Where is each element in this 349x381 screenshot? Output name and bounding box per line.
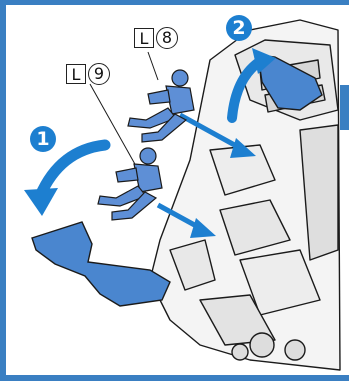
part-letter: L <box>134 28 154 48</box>
pilot-figure-icon <box>128 70 194 142</box>
part-tag-l8: L 8 <box>134 26 178 50</box>
part-letter: L <box>66 64 86 84</box>
step-badge-1: 1 <box>30 126 56 152</box>
pilot-figure-icon <box>98 148 162 220</box>
part-tag-l9: L 9 <box>66 62 110 86</box>
curved-arrow-icon <box>24 145 105 216</box>
step-badge-2: 2 <box>226 15 252 41</box>
ramp-part <box>32 222 170 306</box>
part-number: 8 <box>156 27 178 49</box>
leader-line <box>148 52 158 80</box>
part-number: 9 <box>88 63 110 85</box>
